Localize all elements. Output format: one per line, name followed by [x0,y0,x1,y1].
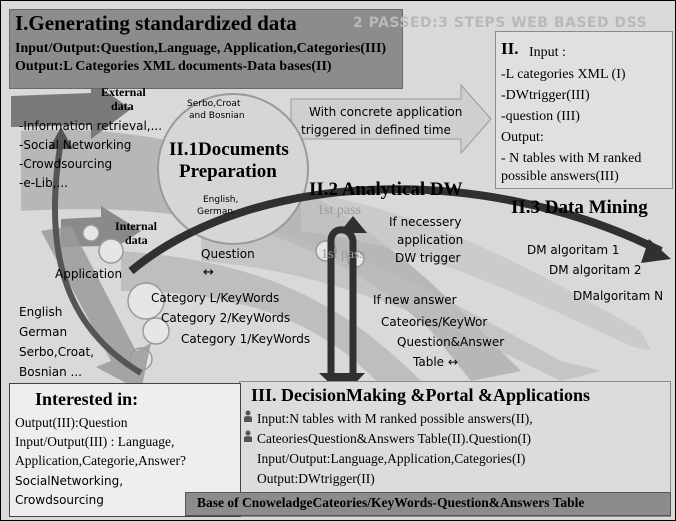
dw-arc-head [641,239,671,263]
application-return-arrow [52,140,143,376]
interested-line: Input/Output(III) : Language, [15,434,175,449]
flow-band-fourth [301,191,651,351]
decision-arrow [41,226,151,391]
new-answer-line: If new answer [373,293,457,307]
documents-prep-title: Preparation [179,161,277,182]
decision-line: Input/Output:Language,Application,Catego… [257,451,526,466]
decor-circles [82,224,365,371]
interested-line: Application,Categorie,Answer? [15,453,186,468]
first-pass-label: 1st pass [317,203,361,218]
concrete-app-arrow [290,83,492,155]
decision-title: III. DecisionMaking &Portal &Application… [251,385,591,405]
dw-loop-up-head [339,216,367,233]
concrete-application-line: triggered in defined time [301,123,451,137]
dm-algorithm: DM algoritam 1 [527,243,620,257]
external-data-label-1: External [101,85,146,99]
section2-output-label: Output: [501,130,544,145]
dw-arc [128,185,663,275]
generating-title: I.Generating standardized data [15,11,297,35]
category-item: Category L/KeyWords [151,291,280,305]
dm-algorithm: DMalgoritam N [573,289,664,303]
section2-item: -L categories XML (I) [501,67,626,82]
question-arrow: ↔ [203,265,214,280]
languages-top: and Bosnian [189,111,245,121]
section2-input-label: Input : [529,45,566,60]
flow-band-main [21,129,521,381]
dw-trigger-line: application [397,233,464,247]
section2-output-line: - N tables with M ranked [501,151,642,166]
dw-trigger-line: DW trigger [395,251,461,265]
internal-data-label-2: data [125,233,148,247]
decision-line: Input:N tables with M ranked possible an… [257,411,533,426]
section2-item: -question (III) [501,109,580,124]
second-pass-label: 1st pass [321,247,365,262]
new-answer-line: Question&Answer [397,335,505,349]
application-return-head [49,127,73,149]
languages-mid: English, [203,195,239,205]
category-item: Category 1/KeyWords [181,332,311,346]
decision-line: Output:DWtrigger(II) [257,471,375,486]
knowledge-base-bar [185,492,671,516]
section2-item: -DWtrigger(III) [501,88,590,103]
application-label: Application [55,267,123,281]
dm-algorithm: DM algoritam 2 [549,263,642,277]
concrete-application-line: With concrete application [309,105,463,119]
languages-mid: German [197,207,234,217]
language-bottom: German [19,325,68,339]
interested-line: SocialNetworking, [15,474,124,488]
generating-panel [9,9,403,89]
external-source: -Information retrieval,... [19,119,163,133]
external-data-arrow [11,81,131,139]
documents-prep-title: II.1Documents [169,139,289,160]
person-icon [243,429,253,442]
data-mining-title: II.3 Data Mining [511,197,648,218]
person-icon [243,409,253,422]
flow-band-lower [121,251,421,386]
generating-line1: Input/Output:Question,Language, Applicat… [15,41,387,56]
external-source: -e-Lib,... [19,176,68,190]
dw-trigger-line: If necessery [389,215,462,229]
section2-title: II. [501,39,519,58]
watermark-text: 2 PASSED:3 STEPS WEB BASED DSS [353,15,648,31]
category-item: Category 2/KeyWords [161,311,291,325]
section2-panel [495,31,673,189]
new-answer-line: Table ↔ [413,355,458,369]
language-bottom: Bosnian ... [19,365,82,379]
external-data-label-2: data [111,99,134,113]
internal-data-label-1: Internal [115,219,157,233]
section2-output-line: possible answers(III) [501,169,619,184]
language-bottom: English [19,305,63,319]
external-source: -Social Networking [19,138,132,152]
flow-band-third [201,221,601,381]
external-source: -Crowdsourcing [19,157,113,171]
question-label: Question [201,247,255,261]
interested-title: Interested in: [35,389,139,409]
analytical-dw-title: II.2 Analytical DW [309,179,463,200]
dw-loop-up [327,226,357,381]
new-answer-line: Cateories/KeyWor [381,315,488,329]
internal-data-arrow [61,206,141,257]
knowledge-base-label: Base of CnoweladgeCateories/KeyWords-Que… [197,495,585,510]
languages-top: Serbo,Croat [187,99,241,109]
language-bottom: Serbo,Croat, [19,345,94,359]
generating-line2: Output:L Categories XML documents-Data b… [15,59,332,74]
decision-line: CateoriesQuestion&Answers Table(II).Ques… [257,431,531,446]
interested-line: Crowdsourcing [15,493,104,507]
interested-line: Output(III):Question [15,415,128,430]
